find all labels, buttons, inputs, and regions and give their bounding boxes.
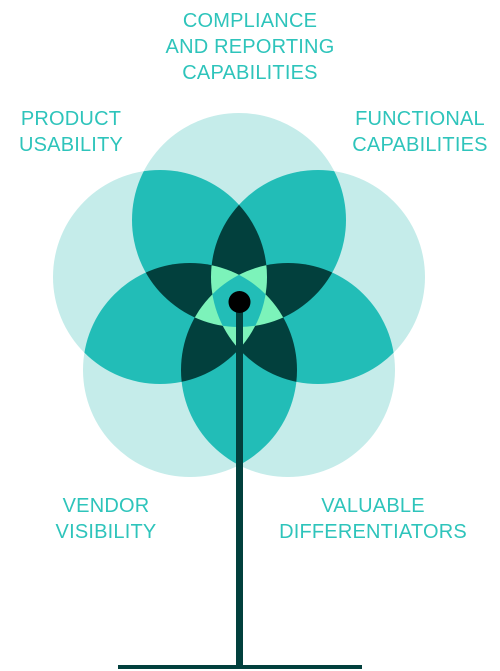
label-line: AND REPORTING xyxy=(165,36,335,58)
label-line: FUNCTIONAL xyxy=(355,108,485,130)
label-line: DIFFERENTIATORS xyxy=(279,521,467,543)
label-line: COMPLIANCE xyxy=(182,10,318,32)
label-functional-capabilities: FUNCTIONAL CAPABILITIES xyxy=(345,106,495,158)
label-line: VALUABLE xyxy=(321,495,425,517)
label-line: PRODUCT xyxy=(20,108,122,130)
label-line: CAPABILITIES xyxy=(352,134,488,156)
label-compliance-and-reporting-capabilities: COMPLIANCE AND REPORTING CAPABILITIES xyxy=(150,8,350,86)
label-vendor-visibility: VENDOR VISIBILITY xyxy=(36,493,176,545)
label-line: VISIBILITY xyxy=(55,521,157,543)
label-product-usability: PRODUCT USABILITY xyxy=(0,106,142,158)
label-line: USABILITY xyxy=(18,134,124,156)
label-line: CAPABILITIES xyxy=(182,62,318,84)
ground-line xyxy=(118,665,362,669)
label-valuable-differentiators: VALUABLE DIFFERENTIATORS xyxy=(268,493,478,545)
flower-center-dot xyxy=(228,291,251,313)
label-line: VENDOR xyxy=(62,495,150,517)
flower-stem xyxy=(236,302,243,668)
